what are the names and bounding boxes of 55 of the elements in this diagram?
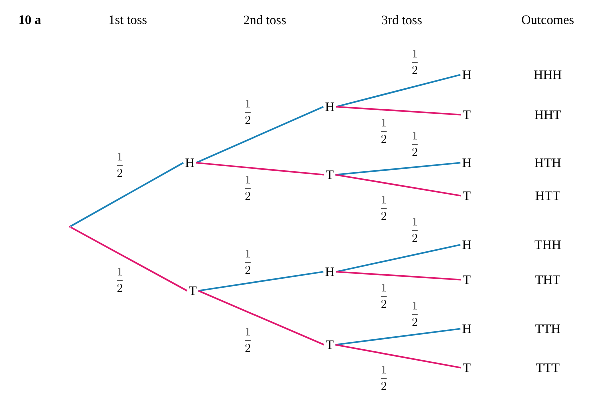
probability-label: $\frac{1}{2}$ (117, 152, 123, 178)
branch-line (336, 174, 462, 197)
probability-label: $\frac{1}{2}$ (381, 118, 387, 144)
outcome-label: HHH (534, 70, 562, 80)
outcome-letter: T (463, 110, 471, 120)
outcome-letter: H (326, 102, 334, 112)
outcome-label: TTT (536, 364, 560, 372)
outcome-letter: H (326, 268, 334, 276)
outcome-label: THT (536, 276, 560, 284)
probability-label: $\frac{1}{2}$ (245, 328, 251, 352)
branch-line (336, 244, 461, 273)
branch-line (336, 162, 461, 176)
probability-label: $\frac{1}{2}$ (245, 100, 251, 124)
branch-line (336, 106, 462, 116)
branch-line (336, 74, 461, 108)
probability-label: $\frac{1}{2}$ (412, 50, 418, 74)
outcome-label: HTT (536, 192, 560, 200)
outcome-letter: H (462, 70, 472, 80)
branch-line (196, 106, 324, 164)
branch-line (198, 290, 325, 346)
column-heading: 3rd toss (382, 15, 422, 25)
column-heading: 1st toss (110, 16, 147, 24)
branch-line (70, 226, 188, 292)
question-number: 10 a (20, 16, 42, 24)
outcome-label: THH (534, 240, 561, 250)
probability-label: $\frac{1}{2}$ (245, 176, 251, 200)
probability-label: $\frac{1}{2}$ (117, 268, 123, 292)
probability-label: $\frac{1}{2}$ (381, 366, 387, 390)
branch-line (336, 271, 462, 281)
probability-label: $\frac{1}{2}$ (381, 284, 387, 308)
probability-label: $\frac{1}{2}$ (412, 218, 418, 242)
outcome-letter: T (326, 340, 334, 350)
outcome-letter: H (462, 324, 472, 334)
probability-label: $\frac{1}{2}$ (381, 196, 387, 220)
outcome-letter: T (463, 192, 471, 200)
column-heading: 2nd toss (244, 15, 286, 25)
branch-line (196, 162, 324, 176)
probability-label: $\frac{1}{2}$ (412, 132, 418, 156)
outcome-letter: T (463, 364, 471, 372)
branch-line (70, 162, 184, 228)
branch-line (336, 328, 461, 346)
outcome-letter: H (186, 158, 194, 168)
probability-label: $\frac{1}{2}$ (412, 302, 418, 326)
outcome-letter: T (326, 170, 334, 180)
outcome-label: HHT (535, 110, 562, 120)
branch-line (336, 344, 462, 369)
outcome-label: HTH (535, 158, 561, 168)
outcome-letter: T (463, 276, 471, 284)
outcome-letter: H (462, 240, 472, 250)
branch-line (198, 271, 324, 292)
outcome-label: TTH (536, 324, 560, 334)
outcome-letter: H (462, 158, 472, 168)
probability-label: $\frac{1}{2}$ (245, 250, 251, 274)
column-heading: Outcomes (522, 16, 574, 24)
outcome-letter: T (189, 286, 197, 296)
